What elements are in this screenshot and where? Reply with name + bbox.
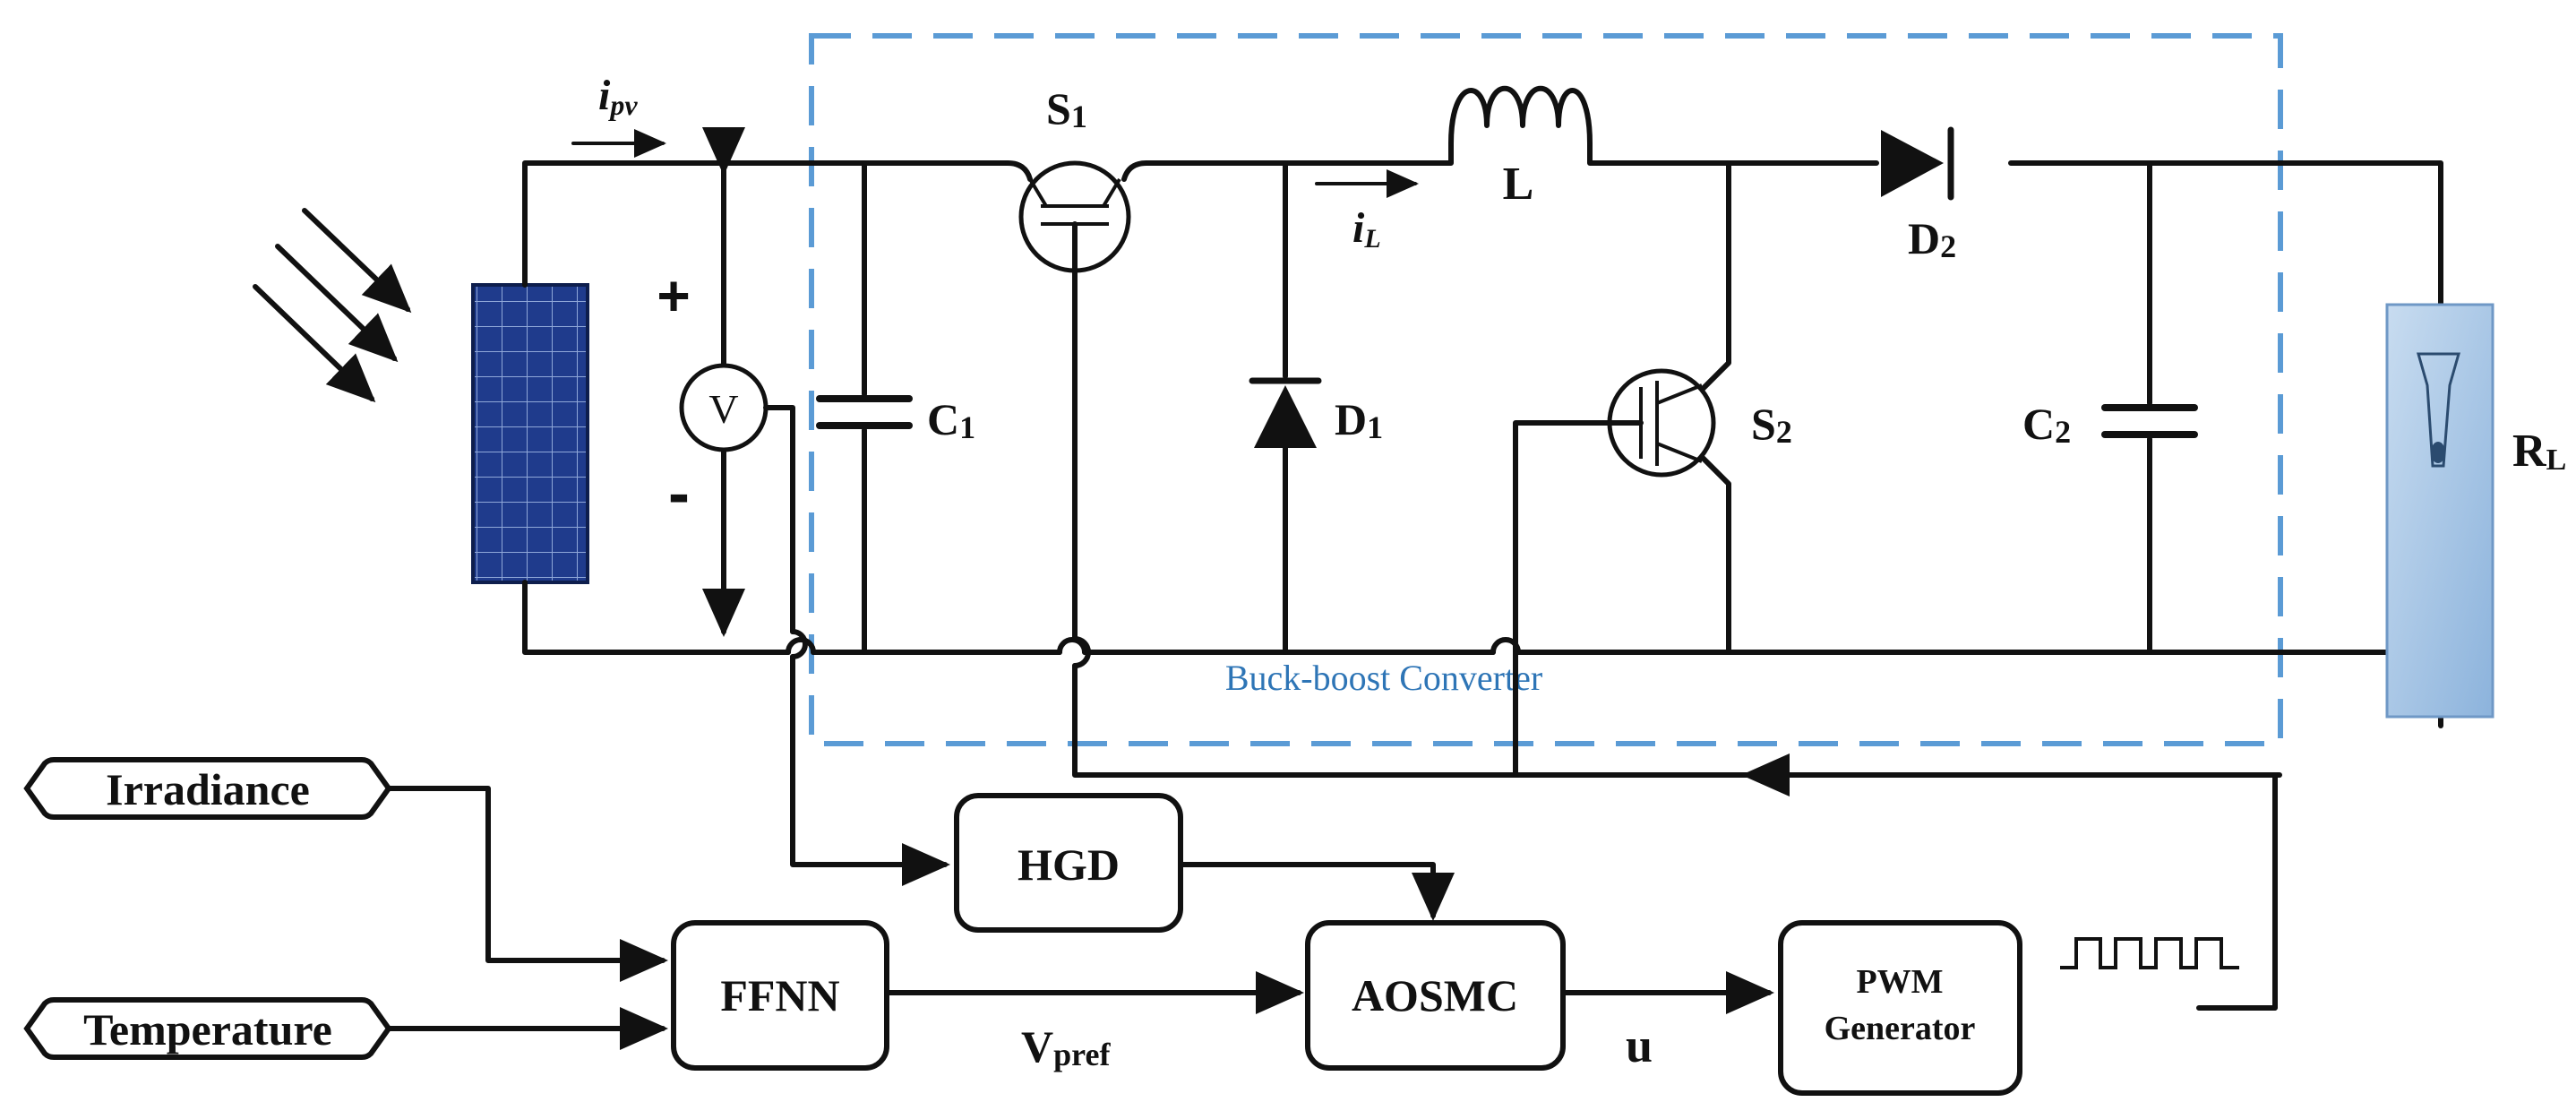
sunlight-rays-icon [253,208,412,403]
s2-label: S [1751,399,1776,449]
svg-text:Vpref: Vpref [1021,1021,1111,1072]
capacitor-c2: C2 [2022,399,2198,450]
s2-subscript: 2 [1776,414,1792,450]
d2-label: D [1908,213,1940,263]
s1-subscript: 1 [1071,99,1087,134]
temperature-label: Temperature [83,1004,332,1055]
switch-s2: S2 [1513,368,1792,655]
diode-d2: D2 [1881,126,1956,264]
load-subscript: L [2546,443,2567,477]
svg-text:RL: RL [2512,426,2566,477]
temperature-input: Temperature [23,997,392,1060]
irradiance-label: Irradiance [106,764,310,814]
pv-current-indicator: ipv [571,72,666,158]
svg-text:S1: S1 [1046,83,1087,134]
ipv-subscript: pv [607,89,638,121]
plus-sign: + [657,263,690,328]
hgd-label: HGD [1018,839,1120,890]
svg-text:D2: D2 [1908,213,1956,264]
converter-boundary [809,33,2283,746]
load-lamp-icon: RL [2385,303,2566,719]
d1-label: D [1335,394,1367,444]
ipv-label: i [598,72,611,119]
u-label: u [1626,1019,1653,1072]
inductor-l: L [1448,85,1593,210]
d1-subscript: 1 [1367,409,1383,445]
hgd-block: HGD [954,793,1183,933]
svg-text:D1: D1 [1335,394,1383,445]
inductor-label: L [1503,159,1534,210]
switch-s1: S1 [1018,83,1131,273]
pwm-generator-block: PWM Generator [1778,920,2022,1096]
pwm-label-line1: PWM [1856,963,1943,1001]
control-wiring [386,268,2282,1050]
svg-text:iL: iL [1352,204,1381,254]
vpref-label: V [1021,1021,1053,1072]
irradiance-input: Irradiance [23,757,392,820]
diode-d1: D1 [1249,377,1383,448]
load-label: R [2512,426,2547,477]
ffnn-block: FFNN [671,920,889,1071]
ffnn-label: FFNN [720,970,839,1020]
voltmeter-label: V [708,386,738,432]
svg-text:C1: C1 [927,394,975,445]
voltmeter: V + - [657,127,769,637]
il-subscript: L [1363,224,1380,254]
vpref-subscript: pref [1053,1037,1111,1072]
s1-label: S [1046,83,1071,133]
pwm-label-line2: Generator [1825,1010,1976,1047]
svg-text:S2: S2 [1751,399,1792,450]
aosmc-block: AOSMC [1305,920,1566,1071]
inductor-current-indicator: iL [1315,169,1419,254]
il-label: i [1352,204,1365,252]
c2-subscript: 2 [2055,414,2071,450]
c2-label: C [2022,399,2055,449]
svg-text:ipv: ipv [598,72,638,121]
c1-subscript: 1 [959,409,975,445]
converter-label: Buck-boost Converter [1225,658,1542,698]
pwm-waveform-icon [2060,937,2239,969]
capacitor-c1: C1 [816,394,975,445]
d2-subscript: 2 [1940,228,1956,264]
solar-panel-icon [471,283,589,584]
aosmc-label: AOSMC [1352,970,1518,1020]
c1-label: C [927,394,959,444]
minus-sign: - [668,458,690,529]
svg-text:C2: C2 [2022,399,2071,450]
